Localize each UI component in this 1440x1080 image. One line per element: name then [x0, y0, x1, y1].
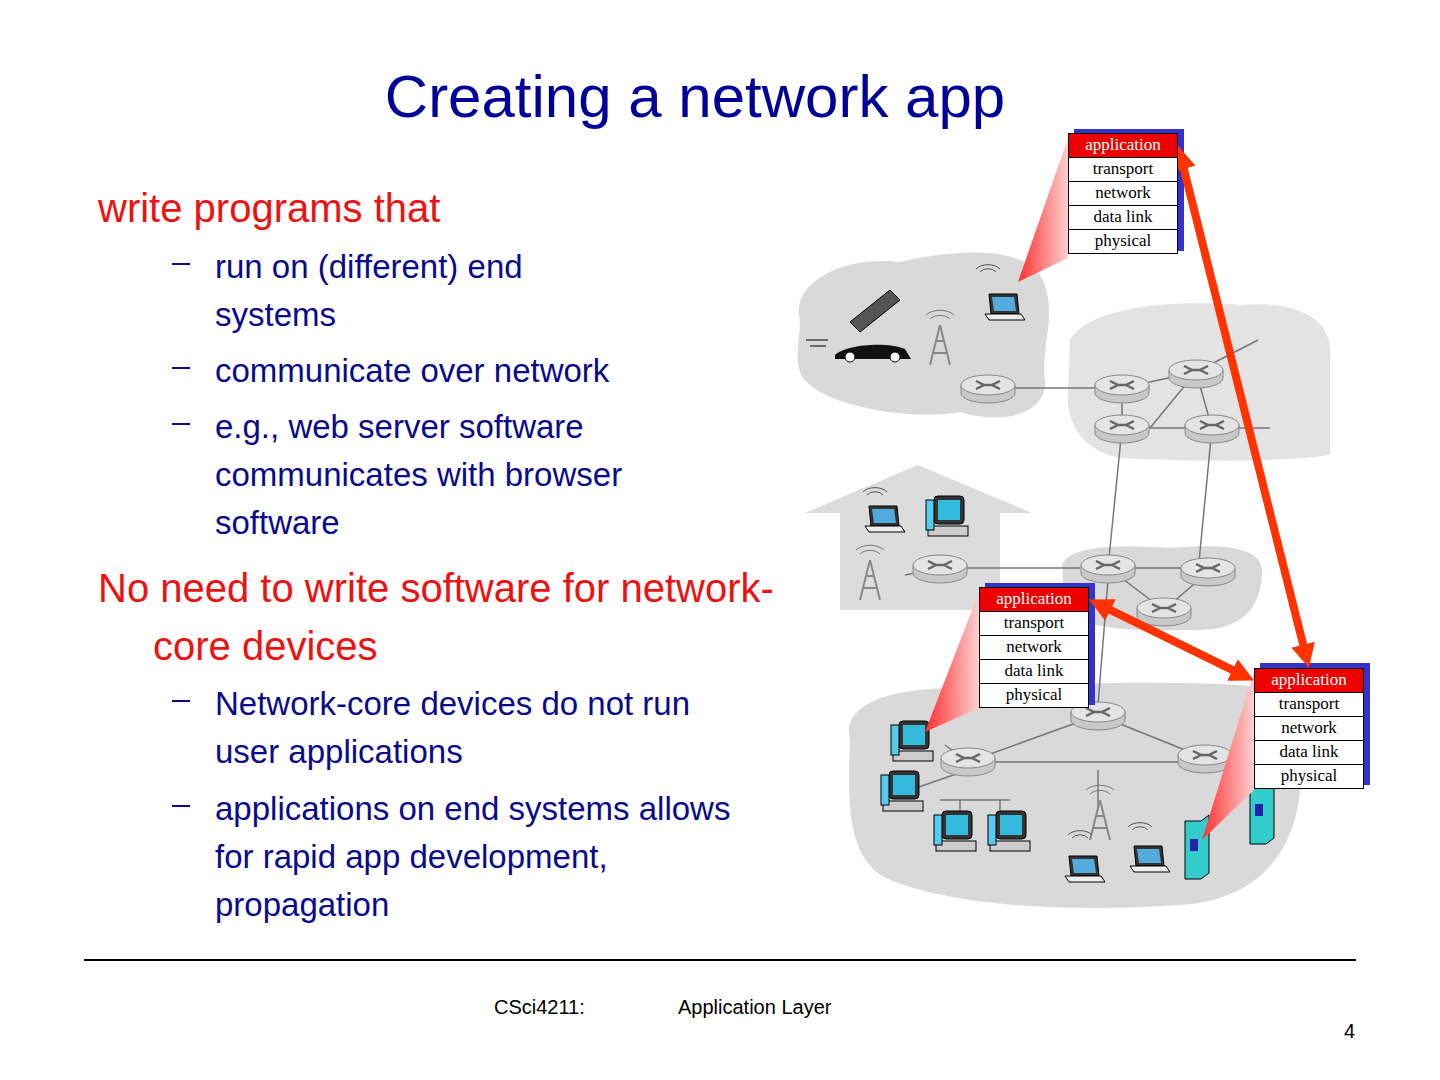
bullet-dash [172, 263, 190, 265]
bullet-text: Network-core devices do not run user app… [215, 680, 735, 776]
layer-box: physical [1068, 229, 1178, 254]
bullet-dash [172, 805, 190, 807]
communication-arrow [1105, 607, 1238, 672]
layer-name: network [1095, 183, 1151, 202]
layer-box: data link [979, 659, 1089, 684]
footer-text: Application Layer [678, 994, 978, 1020]
footer-text: 4 [1344, 1018, 1374, 1044]
layer-box: transport [979, 611, 1089, 636]
layer-box: physical [1254, 764, 1364, 789]
layer-box: network [1254, 716, 1364, 741]
layer-name: physical [1281, 766, 1338, 785]
layer-name: data link [1004, 661, 1063, 680]
layer-box: network [1068, 181, 1178, 206]
layer-name: application [1085, 135, 1161, 154]
layer-box: application [979, 587, 1089, 612]
communication-arrow [1182, 163, 1304, 651]
bullet-dash [172, 423, 190, 425]
layer-name: data link [1279, 742, 1338, 761]
layer-box: data link [1254, 740, 1364, 765]
layer-box: physical [979, 683, 1089, 708]
layer-name: network [1006, 637, 1062, 656]
slide-title: Creating a network app [0, 62, 1390, 132]
layer-name: transport [1004, 613, 1064, 632]
bullet-text: applications on end systems allows for r… [215, 785, 735, 929]
heading-text: No need to write software for network-co… [98, 559, 813, 675]
layer-name: application [996, 589, 1072, 608]
bullet-text: run on (different) end systems [215, 243, 605, 339]
footer-text: CSci4211: [494, 994, 694, 1020]
heading-text: write programs that [98, 182, 718, 234]
layer-name: physical [1006, 685, 1063, 704]
bullet-text: e.g., web server software communicates w… [215, 403, 725, 547]
bullet-text: communicate over network [215, 347, 725, 395]
layer-name: physical [1095, 231, 1152, 250]
layer-box: data link [1068, 205, 1178, 230]
layer-box: transport [1068, 157, 1178, 182]
layer-name: transport [1093, 159, 1153, 178]
layer-name: application [1271, 670, 1347, 689]
layer-name: data link [1093, 207, 1152, 226]
layer-name: network [1281, 718, 1337, 737]
bullet-dash [172, 700, 190, 702]
layer-box: application [1254, 668, 1364, 693]
layer-box: application [1068, 133, 1178, 158]
layer-box: network [979, 635, 1089, 660]
layer-box: transport [1254, 692, 1364, 717]
bullet-dash [172, 367, 190, 369]
layer-name: transport [1279, 694, 1339, 713]
